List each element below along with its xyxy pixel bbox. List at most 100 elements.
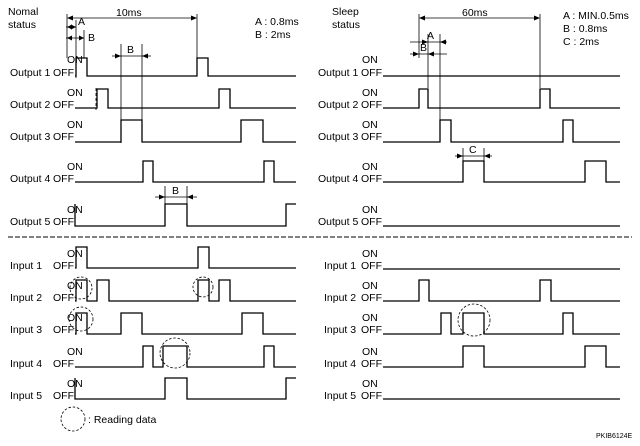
normal-input-2-name: Input 2 [10,292,42,304]
sleep-output-4-on: ON [362,161,378,173]
normal-input-4-row: ON Input 4 OFF [10,337,296,370]
sleep-output-4-off: OFF [361,173,382,185]
sleep-output-1-row: ON Output 1 OFF [318,54,620,79]
sleep-output-4-name: Output 4 [318,173,358,185]
normal-output-3-on: ON [67,119,83,131]
normal-legend-b: B : 2ms [255,29,291,41]
normal-status-panel: Nomal status 10ms A B [8,6,299,432]
sleep-input-2-row: ON Input 2 OFF [324,279,620,304]
normal-input-3-row: ON Input 3 OFF [10,306,296,336]
normal-input-3-on: ON [67,312,83,324]
sleep-input-5-off: OFF [361,390,382,402]
sleep-status-label-line1: Sleep [332,6,359,18]
sleep-status-label-line2: status [332,19,360,31]
sleep-output-2-off: OFF [361,99,382,111]
normal-output-4-row: ON Output 4 OFF [10,160,296,185]
sleep-dim-c: C [455,144,492,162]
normal-input-3-reading [68,306,94,332]
sleep-output-3-waveform [383,119,620,143]
normal-input-2-on: ON [67,280,83,292]
normal-output-2-waveform [75,88,296,109]
normal-input-1-name: Input 1 [10,260,42,272]
sleep-output-2-name: Output 2 [318,99,358,111]
sleep-output-5-name: Output 5 [318,216,358,228]
normal-input-4-waveform [75,345,296,368]
normal-status-label-line1: Nomal [8,6,38,18]
normal-output-3-row: ON Output 3 OFF [10,119,296,143]
normal-output-5-name: Output 5 [10,216,50,228]
sleep-input-3-name: Input 3 [324,324,356,336]
sleep-output-1-name: Output 1 [318,67,358,79]
sleep-input-2-name: Input 2 [324,292,356,304]
reading-data-legend-circle [60,406,86,432]
normal-output-3-waveform [75,119,296,143]
sleep-legend-a: A : MIN.0.5ms [563,10,629,22]
figure-id: PKIB6124E [596,433,633,440]
normal-output-4-on: ON [67,161,83,173]
sleep-output-1-on: ON [362,54,378,66]
normal-dim-b-output5: B [155,185,197,204]
sleep-output-2-on: ON [362,87,378,99]
normal-input-4-on: ON [67,346,83,358]
sleep-input-1-on: ON [362,248,378,260]
normal-output-1-off: OFF [53,67,74,79]
sleep-input-3-waveform [383,312,620,335]
normal-output-5-waveform [74,203,296,227]
sleep-output-3-row: ON Output 3 OFF [318,119,620,143]
normal-output-1-name: Output 1 [10,67,50,79]
normal-input-5-off: OFF [53,390,74,402]
sleep-output-4-waveform [383,160,620,183]
normal-output-5-row: ON Output 5 OFF [10,203,296,228]
normal-input-1-on: ON [67,248,83,260]
normal-input-2-off: OFF [53,292,74,304]
normal-input-5-waveform [74,377,296,400]
normal-input-5-row: ON Input 5 OFF [10,377,296,402]
sleep-input-3-on: ON [362,312,378,324]
normal-input-2-reading-1 [69,276,93,300]
sleep-input-5-row: ON Input 5 OFF [324,378,620,402]
normal-period-label: 10ms [116,7,142,19]
sleep-input-3-off: OFF [361,324,382,336]
normal-input-3-name: Input 3 [10,324,42,336]
normal-output-2-off: OFF [53,99,74,111]
normal-input-2-waveform [75,279,296,302]
sleep-input-2-off: OFF [361,292,382,304]
normal-input-3-waveform [75,312,296,335]
normal-dim-b-output3: B [112,44,151,120]
sleep-dim-a-label: A [427,30,434,42]
reading-data-legend-label: : Reading data [88,414,156,426]
normal-output-2-name: Output 2 [10,99,50,111]
sleep-input-4-off: OFF [361,358,382,370]
normal-output-1-waveform [75,57,296,77]
normal-input-5-name: Input 5 [10,390,42,402]
normal-output-4-name: Output 4 [10,173,50,185]
normal-input-1-off: OFF [53,260,74,272]
normal-dim-b-output1: B [66,30,95,58]
sleep-output-5-off: OFF [361,216,382,228]
normal-input-4-reading [159,337,191,369]
sleep-input-3-row: ON Input 3 OFF [324,303,620,337]
normal-output-2-row: ON Output 2 OFF [10,87,296,111]
normal-period-dimension: 10ms [66,7,198,58]
normal-output-3-name: Output 3 [10,131,50,143]
sleep-output-4-row: ON Output 4 OFF [318,160,620,185]
normal-output-1-row: ON Output 1 OFF [10,54,296,79]
sleep-period-label: 60ms [462,7,488,19]
sleep-dim-b-label: B [420,42,427,54]
normal-output-4-off: OFF [53,173,74,185]
sleep-output-3-name: Output 3 [318,131,358,143]
sleep-input-1-off: OFF [361,260,382,272]
sleep-dim-b: B [410,42,447,57]
sleep-input-4-waveform [383,345,620,368]
sleep-output-3-off: OFF [361,131,382,143]
sleep-status-panel: Sleep status 60ms A B [318,6,629,402]
normal-output-1-on: ON [67,54,83,66]
sleep-output-1-off: OFF [361,67,382,79]
sleep-input-3-reading [457,303,491,337]
sleep-legend-b: B : 0.8ms [563,23,607,35]
normal-dim-a: A [66,16,85,58]
sleep-dim-a: A [410,30,447,120]
normal-dim-a-label: A [78,16,85,28]
normal-input-1-waveform [75,246,296,269]
